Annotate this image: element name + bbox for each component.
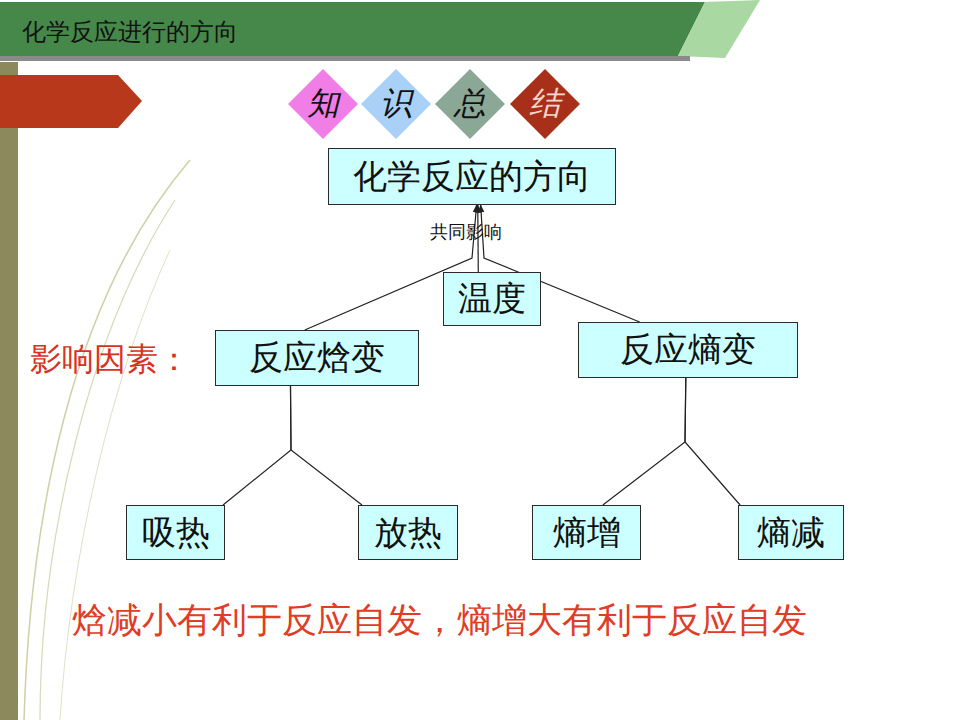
diamond-shape <box>510 69 580 139</box>
diamond-shape <box>435 69 505 139</box>
node-text: 反应熵变 <box>620 327 756 373</box>
red-arrow-tab <box>0 75 142 128</box>
concept-box: 熵增 <box>532 505 641 560</box>
node-text: 放热 <box>374 510 442 556</box>
concept-box: 熵减 <box>738 505 844 560</box>
decor-curve <box>40 200 175 720</box>
node-text: 识 <box>380 82 412 126</box>
branch-line <box>290 386 362 505</box>
header-stripe <box>678 0 760 58</box>
node-text: 知 <box>307 82 339 126</box>
diamond-shape <box>288 69 358 139</box>
edge-label: 共同影响 <box>430 220 502 244</box>
header-band <box>0 2 705 56</box>
node-text: 熵增 <box>553 510 621 556</box>
decor-curve <box>60 250 170 720</box>
concept-box: 放热 <box>358 505 458 560</box>
node-text: 总 <box>454 82 486 126</box>
concept-box: 反应熵变 <box>578 322 798 378</box>
side-stripe <box>0 62 18 720</box>
title-diamond: 知 <box>288 69 358 139</box>
branch-line <box>603 378 686 505</box>
summary-note: 焓减小有利于反应自发，熵增大有利于反应自发 <box>72 597 807 644</box>
concept-box: 反应焓变 <box>215 330 419 386</box>
concept-box: 温度 <box>443 272 541 326</box>
diamond-shape <box>361 69 431 139</box>
node-text: 吸热 <box>142 510 210 556</box>
title-diamond: 识 <box>361 69 431 139</box>
concept-box: 化学反应的方向 <box>328 148 616 205</box>
node-text: 反应焓变 <box>249 335 385 381</box>
concept-box: 吸热 <box>126 505 225 560</box>
node-text: 化学反应的方向 <box>353 154 591 200</box>
slide-title: 化学反应进行的方向 <box>22 16 238 48</box>
factor-label: 影响因素： <box>30 338 190 382</box>
node-text: 温度 <box>458 276 526 322</box>
node-text: 熵减 <box>757 510 825 556</box>
branch-line <box>223 386 291 505</box>
header-rule <box>0 56 690 61</box>
node-text: 结 <box>529 82 561 126</box>
title-diamond: 总 <box>435 69 505 139</box>
branch-line <box>685 378 740 505</box>
title-diamond: 结 <box>510 69 580 139</box>
